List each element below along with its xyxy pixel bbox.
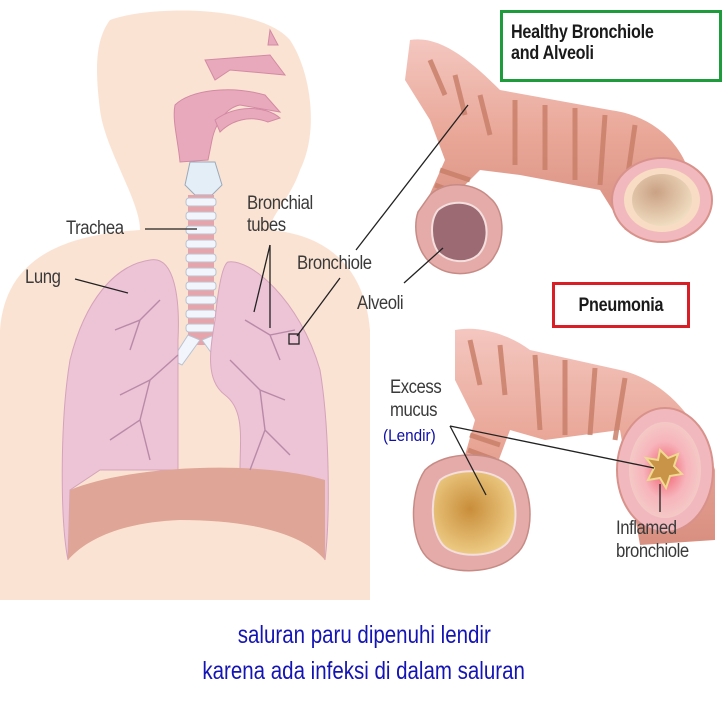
nasal-cavity xyxy=(173,28,287,163)
label-lendir: (Lendir) xyxy=(383,426,436,445)
label-bronchial-tubes-line2: tubes xyxy=(247,215,286,236)
label-bronchiole: Bronchiole xyxy=(297,253,372,274)
caption-line2: karena ada infeksi di dalam saluran xyxy=(0,656,728,686)
pneumonia-bronchiole-illustration xyxy=(412,328,715,572)
lungs-illustration xyxy=(61,259,329,561)
healthy-title-line1: Healthy Bronchiole xyxy=(511,22,654,43)
caption-line1: saluran paru dipenuhi lendir xyxy=(0,620,728,650)
leader-lines xyxy=(74,104,661,512)
label-excess-mucus-line1: Excess xyxy=(390,377,442,398)
label-excess-mucus-line2: mucus xyxy=(390,400,438,421)
pneumonia-title-box: Pneumonia xyxy=(552,282,690,328)
pneumonia-title: Pneumonia xyxy=(578,295,664,316)
label-bronchial-tubes-line1: Bronchial xyxy=(247,193,313,214)
label-trachea: Trachea xyxy=(66,218,124,239)
label-inflamed-line1: Inflamed xyxy=(616,518,677,539)
label-lung: Lung xyxy=(25,267,61,288)
label-alveoli: Alveoli xyxy=(357,293,404,314)
caption-line1-text: saluran paru dipenuhi lendir xyxy=(237,621,491,649)
healthy-bronchiole-illustration xyxy=(405,39,713,275)
healthy-title-box: Healthy Bronchiole and Alveoli xyxy=(500,10,722,82)
healthy-title-line2: and Alveoli xyxy=(511,43,594,64)
caption-line2-text: karena ada infeksi di dalam saluran xyxy=(202,657,526,685)
label-inflamed-line2: bronchiole xyxy=(616,541,689,562)
